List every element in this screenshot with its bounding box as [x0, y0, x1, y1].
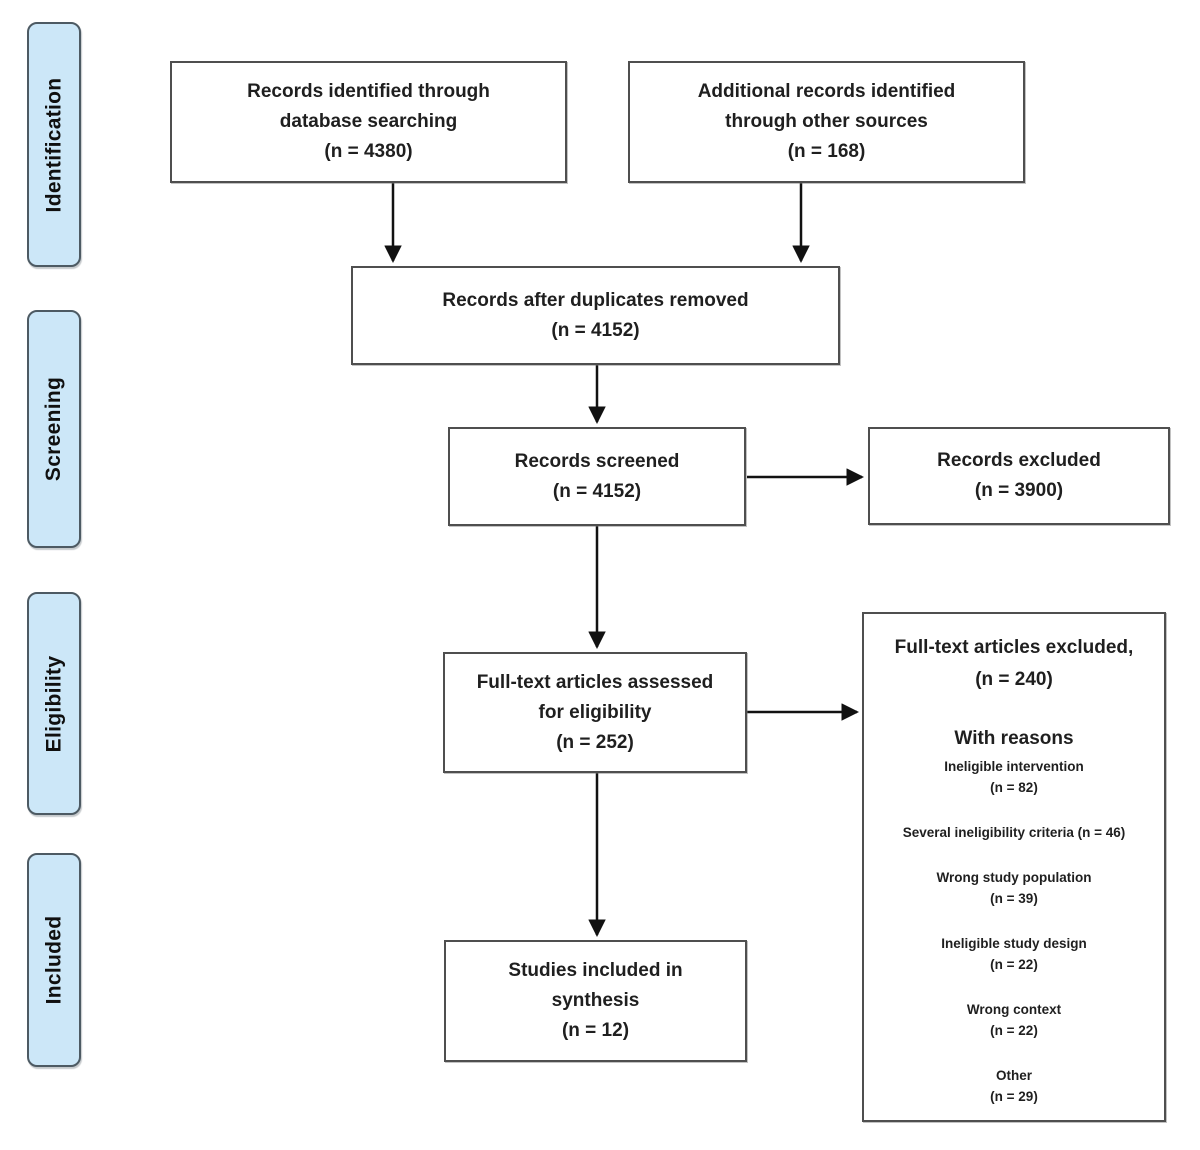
box-text-line: Records screened: [514, 450, 680, 472]
box-text-line: Full-text articles assessed: [476, 671, 714, 693]
reason-label: Wrong context: [966, 1002, 1062, 1017]
reason-label: Wrong study population: [936, 870, 1092, 885]
box-text-line: database searching: [279, 111, 458, 132]
box-count: (n = 4152): [551, 319, 640, 341]
reason-count: (n = 22): [990, 957, 1038, 972]
stage-identification-label: Identification: [42, 77, 65, 212]
stage-included-label: Included: [42, 915, 65, 1005]
stage-screening: Screening: [27, 310, 81, 548]
box-text-line: for eligibility: [538, 701, 652, 723]
exclusion-reason: Other (n = 29): [872, 1065, 1156, 1107]
box-records-excluded: Records excluded (n = 3900): [868, 427, 1170, 525]
reason-count: (n = 29): [990, 1089, 1038, 1104]
stage-identification: Identification: [27, 22, 81, 267]
box-text-line: Records excluded: [937, 450, 1101, 471]
box-records-screened: Records screened (n = 4152): [448, 427, 746, 526]
stage-eligibility-label: Eligibility: [42, 655, 65, 752]
box-count: (n = 4380): [324, 141, 413, 162]
box-additional-records: Additional records identified through ot…: [628, 61, 1025, 183]
exclusion-reason: Wrong context (n = 22): [872, 999, 1156, 1041]
box-studies-included: Studies included in synthesis (n = 12): [444, 940, 747, 1062]
excluded-subtitle: With reasons: [954, 728, 1074, 749]
reason-label: Ineligible study design: [941, 936, 1087, 951]
box-fulltext-excluded: Full-text articles excluded, (n = 240) W…: [862, 612, 1166, 1122]
reason-label: Several ineligibility criteria (n = 46): [902, 825, 1126, 840]
reason-count: (n = 82): [990, 780, 1038, 795]
box-text-line: Records identified through: [247, 81, 490, 102]
exclusion-reason: Ineligible intervention (n = 82): [872, 756, 1156, 798]
reason-label: Ineligible intervention: [944, 759, 1084, 774]
reason-label: Other: [995, 1068, 1032, 1083]
box-text-line: Records after duplicates removed: [442, 289, 749, 311]
exclusion-reason: Ineligible study design (n = 22): [872, 933, 1156, 975]
box-duplicates-removed: Records after duplicates removed (n = 41…: [351, 266, 840, 365]
box-text-line: through other sources: [725, 111, 928, 132]
excluded-count: (n = 240): [975, 669, 1053, 690]
box-fulltext-assessed: Full-text articles assessed for eligibil…: [443, 652, 747, 773]
box-records-identified: Records identified through database sear…: [170, 61, 567, 183]
reason-count: (n = 39): [990, 891, 1038, 906]
reason-count: (n = 22): [990, 1023, 1038, 1038]
stage-eligibility: Eligibility: [27, 592, 81, 815]
box-count: (n = 168): [787, 141, 866, 162]
box-count: (n = 3900): [974, 480, 1064, 501]
exclusion-reason: Several ineligibility criteria (n = 46): [872, 822, 1156, 843]
box-count: (n = 4152): [552, 480, 642, 502]
stage-screening-label: Screening: [42, 376, 66, 482]
box-count: (n = 12): [561, 1020, 630, 1041]
excluded-title: Full-text articles excluded,: [894, 637, 1134, 658]
box-text-line: synthesis: [551, 990, 640, 1011]
box-text-line: Studies included in: [508, 960, 683, 981]
stage-included: Included: [27, 853, 81, 1067]
exclusion-reason: Wrong study population (n = 39): [872, 867, 1156, 909]
box-count: (n = 252): [556, 731, 634, 753]
box-text-line: Additional records identified: [697, 81, 956, 102]
